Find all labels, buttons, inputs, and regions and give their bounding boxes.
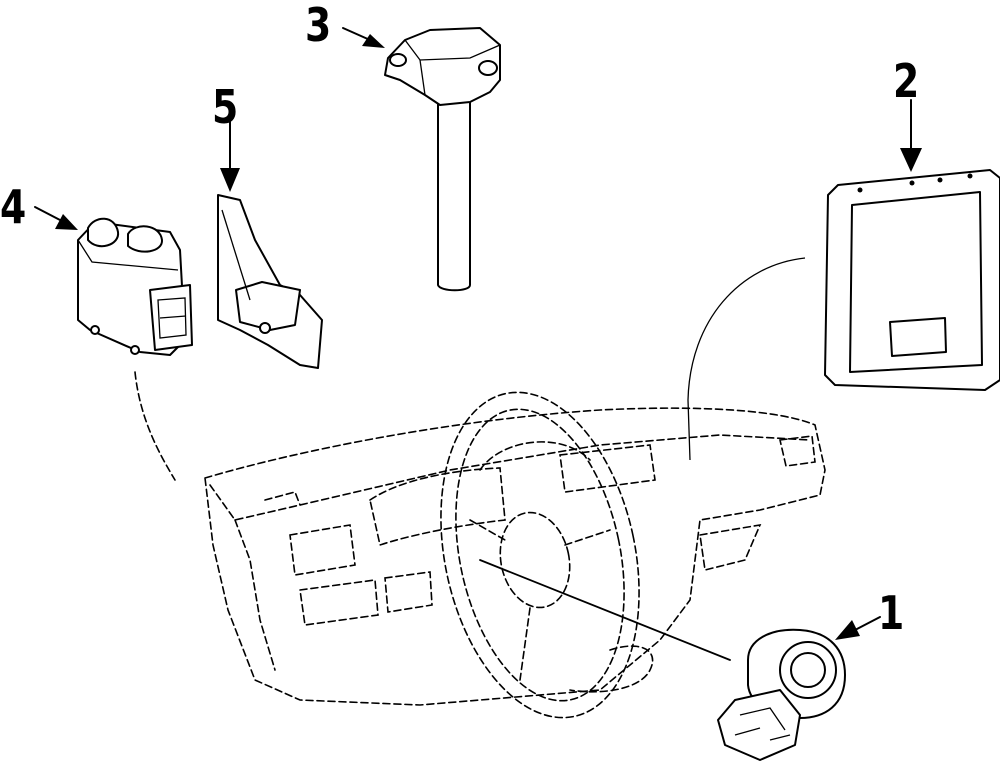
control-module — [77, 217, 193, 356]
callout-1: 1 — [878, 586, 905, 640]
dashboard — [204, 407, 826, 706]
mounting-bracket — [217, 194, 323, 369]
ignition-switch — [717, 628, 846, 761]
steering-wheel — [440, 391, 640, 719]
ignition-coil — [384, 27, 501, 292]
callout-3: 3 — [305, 0, 332, 52]
engine-control-unit — [824, 169, 1000, 391]
callout-2: 2 — [893, 54, 920, 108]
callout-arrows — [34, 27, 922, 640]
callout-5: 5 — [212, 80, 239, 134]
leader-lines — [134, 257, 806, 661]
callout-4: 4 — [0, 180, 27, 234]
